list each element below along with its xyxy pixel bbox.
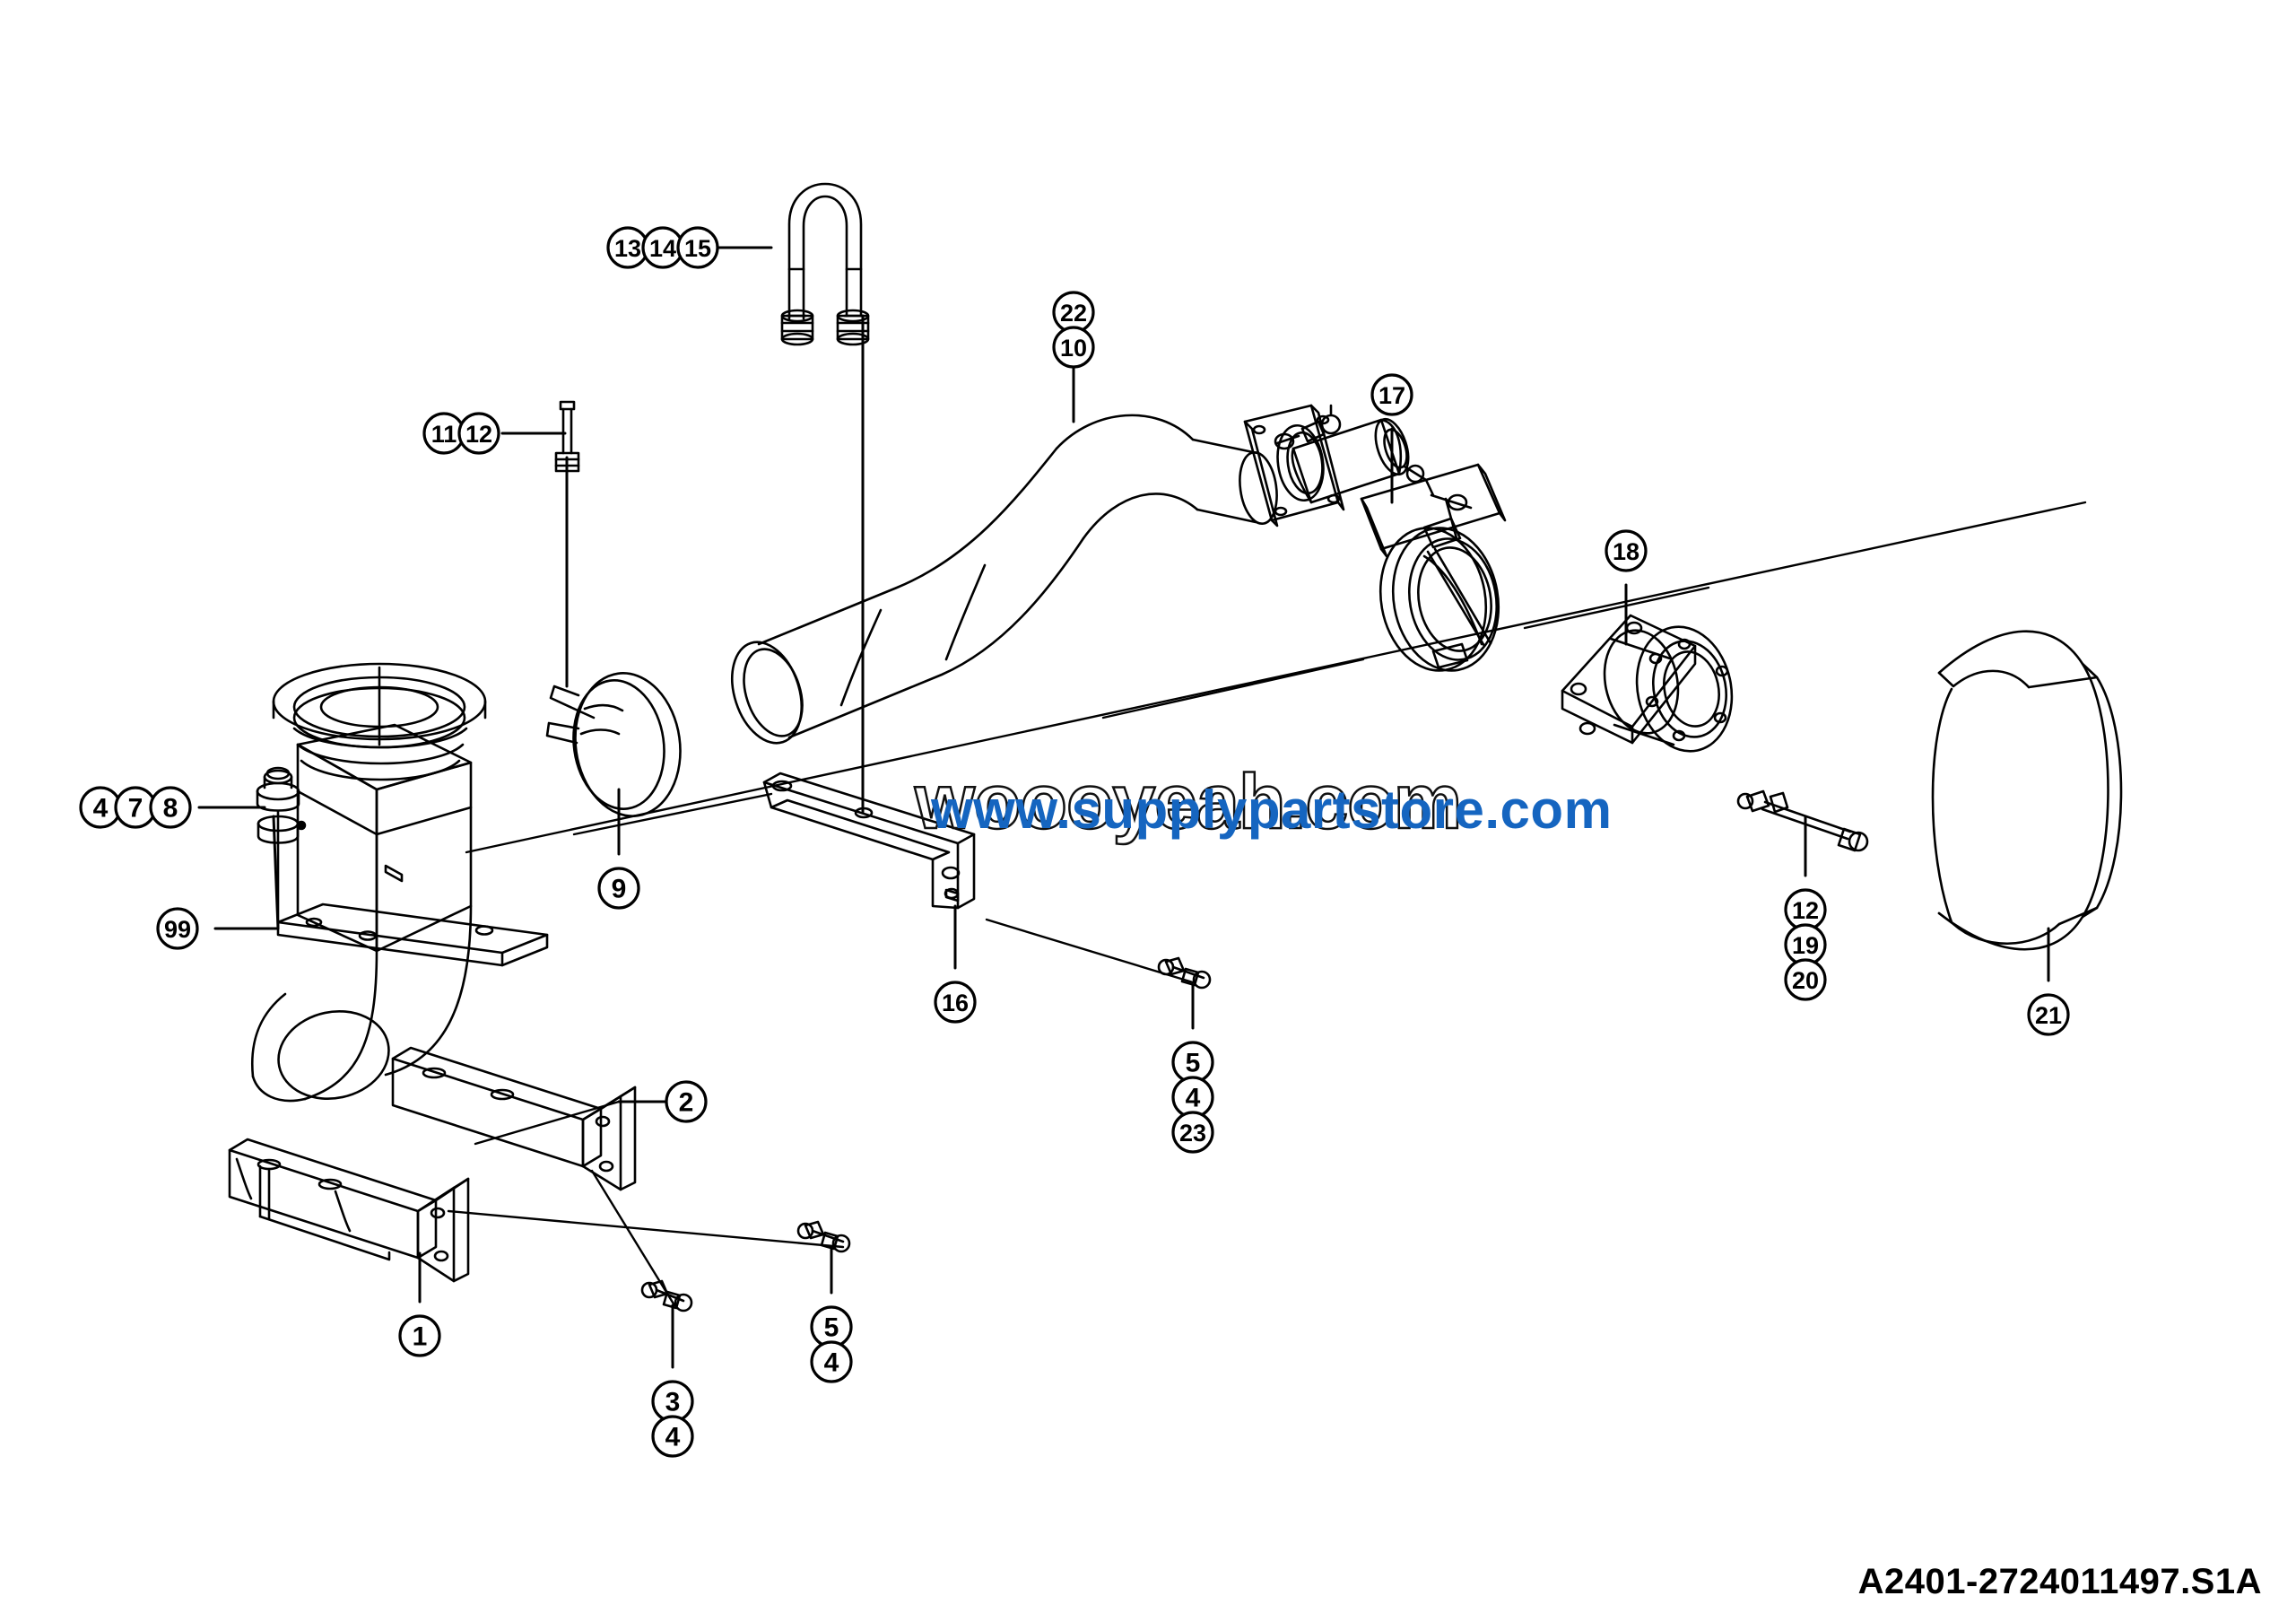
lower-channel-bracket [228,1138,470,1283]
butterfly-valve-assembly [1274,404,1507,672]
bracket-bolt-right [1157,956,1212,990]
upper-channel-bracket [391,1046,637,1191]
flange-bearing-mount [1561,614,1734,753]
bracket-bolt-mid [796,1220,851,1253]
bracket-bolt-lower [640,1279,693,1312]
pre-cleaner-housing [251,662,549,1103]
exhaust-elbow-pipe [731,404,1345,745]
clamp-bolt [554,400,580,473]
part-number-label: A2401-2724011497.S1A [1857,1562,2262,1601]
support-bracket [762,772,976,910]
v-band-clamp [545,672,682,817]
assembly-axis [447,501,2087,1307]
air-control-hose [780,182,870,346]
curved-heat-shield [1931,630,2123,951]
long-through-bolt [1736,789,1869,852]
